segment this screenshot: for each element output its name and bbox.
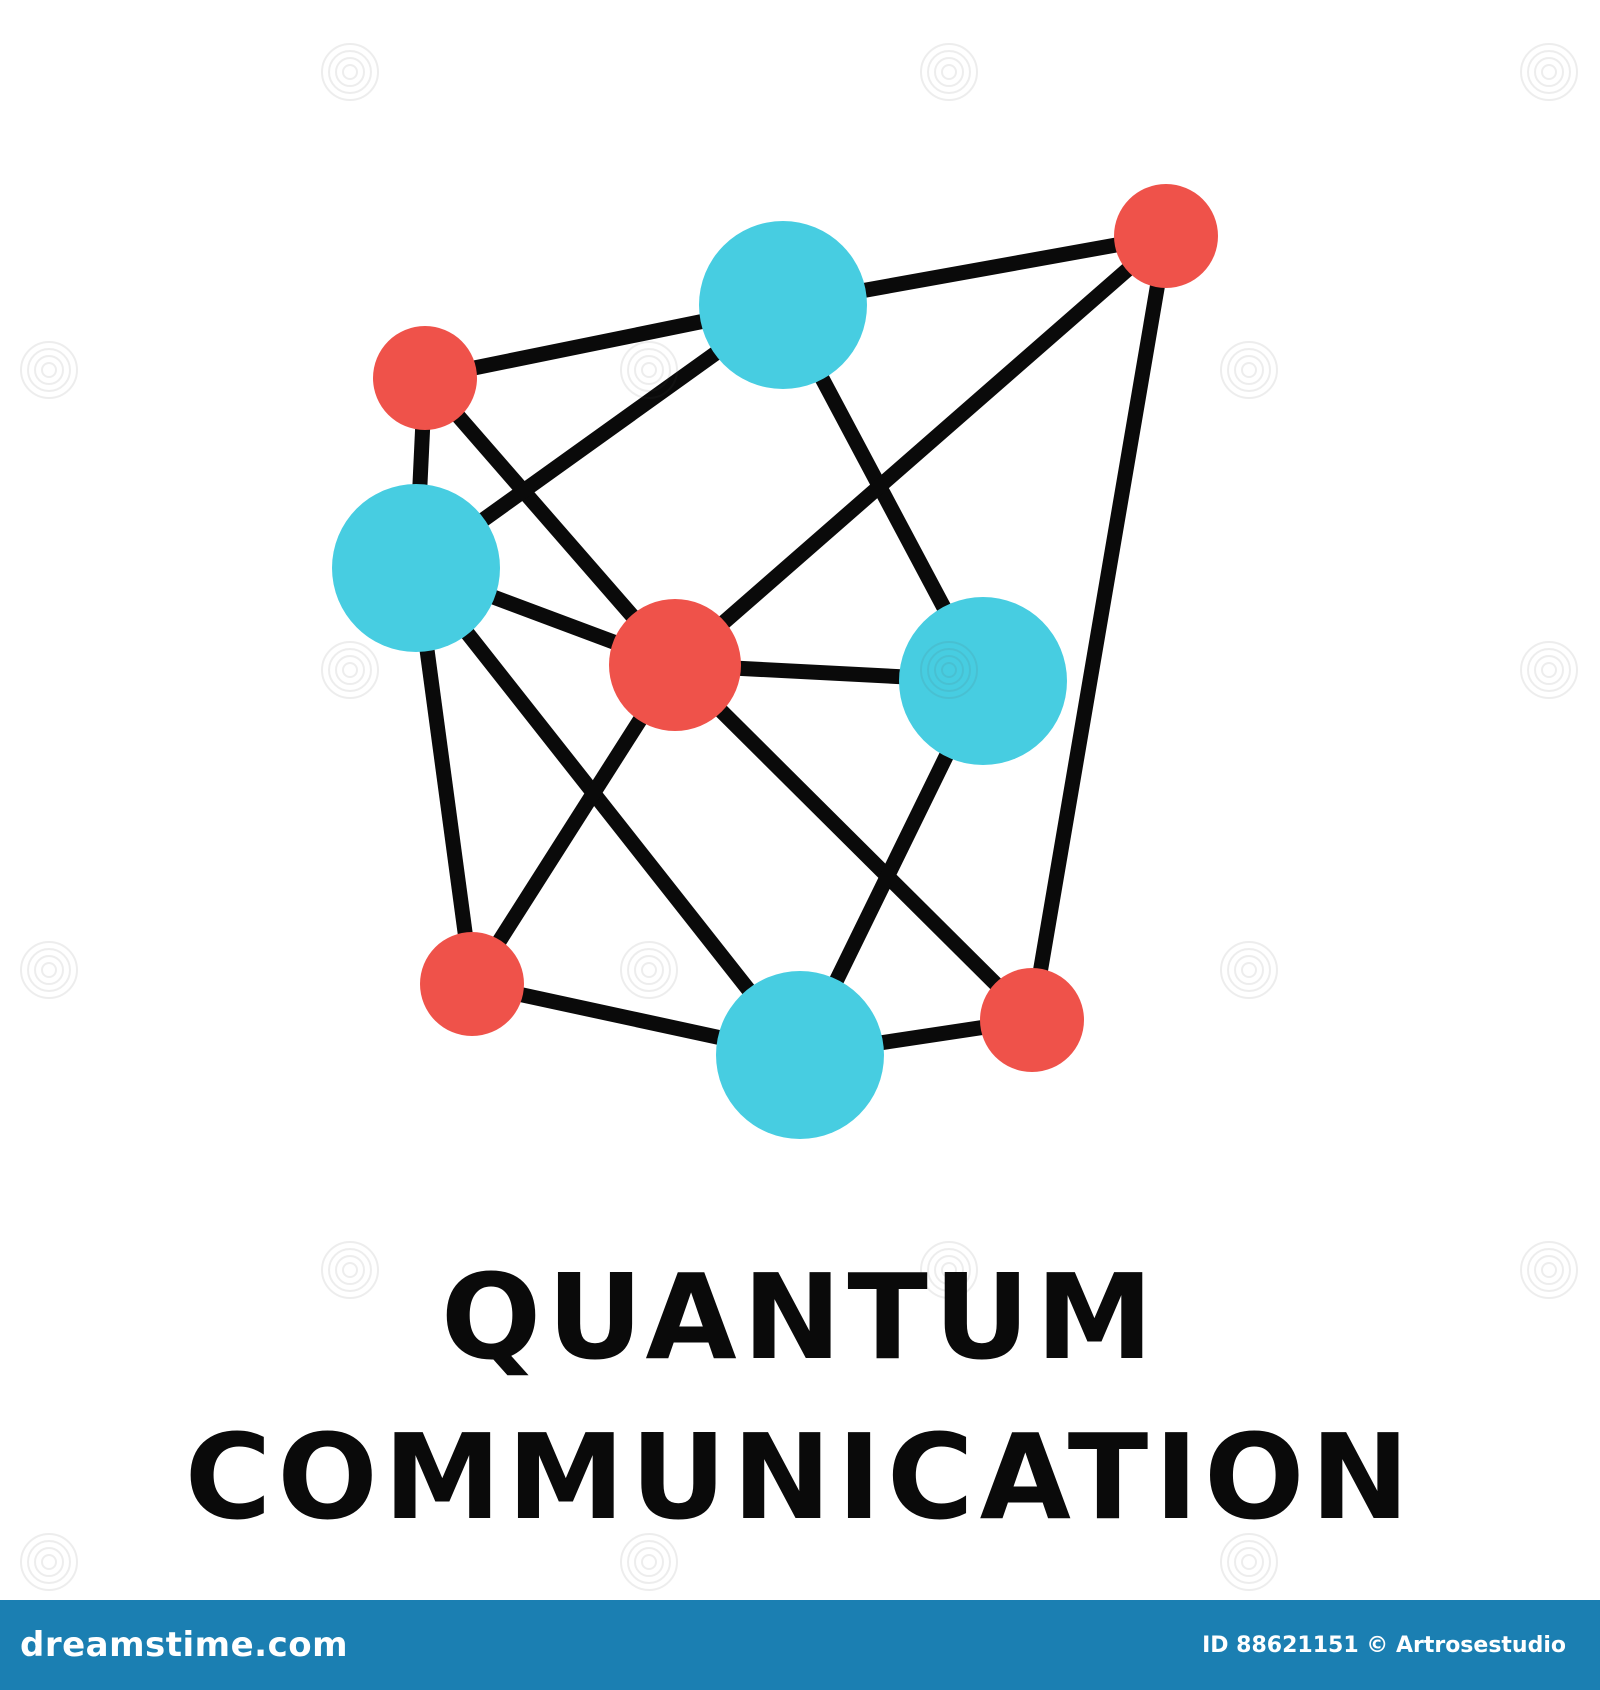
- node-red-r2: [1114, 184, 1218, 288]
- edge-r3-r2: [670, 230, 1171, 671]
- node-blue-b4: [716, 971, 884, 1139]
- node-red-r1: [373, 326, 477, 430]
- edge-r3-r5: [669, 659, 1038, 1026]
- title-line-quantum: QUANTUM: [440, 1248, 1160, 1386]
- title-line-communication: COMMUNICATION: [184, 1408, 1416, 1546]
- node-red-r5: [980, 968, 1084, 1072]
- node-red-r4: [420, 932, 524, 1036]
- edge-b2-b4: [410, 563, 806, 1060]
- quantum-network-icon: [332, 184, 1218, 1139]
- footer-credit: ID 88621151 © Artrosestudio: [1202, 1632, 1566, 1658]
- illustration-canvas: QUANTUM COMMUNICATION: [20, 43, 1578, 1591]
- node-blue-b3: [899, 597, 1067, 765]
- node-blue-b1: [699, 221, 867, 389]
- edge-r2-r5: [1024, 234, 1174, 1022]
- footer-site-logo: dreamstime.com: [20, 1625, 349, 1665]
- footer-bar: dreamstime.com ID 88621151 © Artrosestud…: [0, 1600, 1600, 1690]
- network-nodes: [332, 184, 1218, 1139]
- node-red-r3: [609, 599, 741, 731]
- node-blue-b2: [332, 484, 500, 652]
